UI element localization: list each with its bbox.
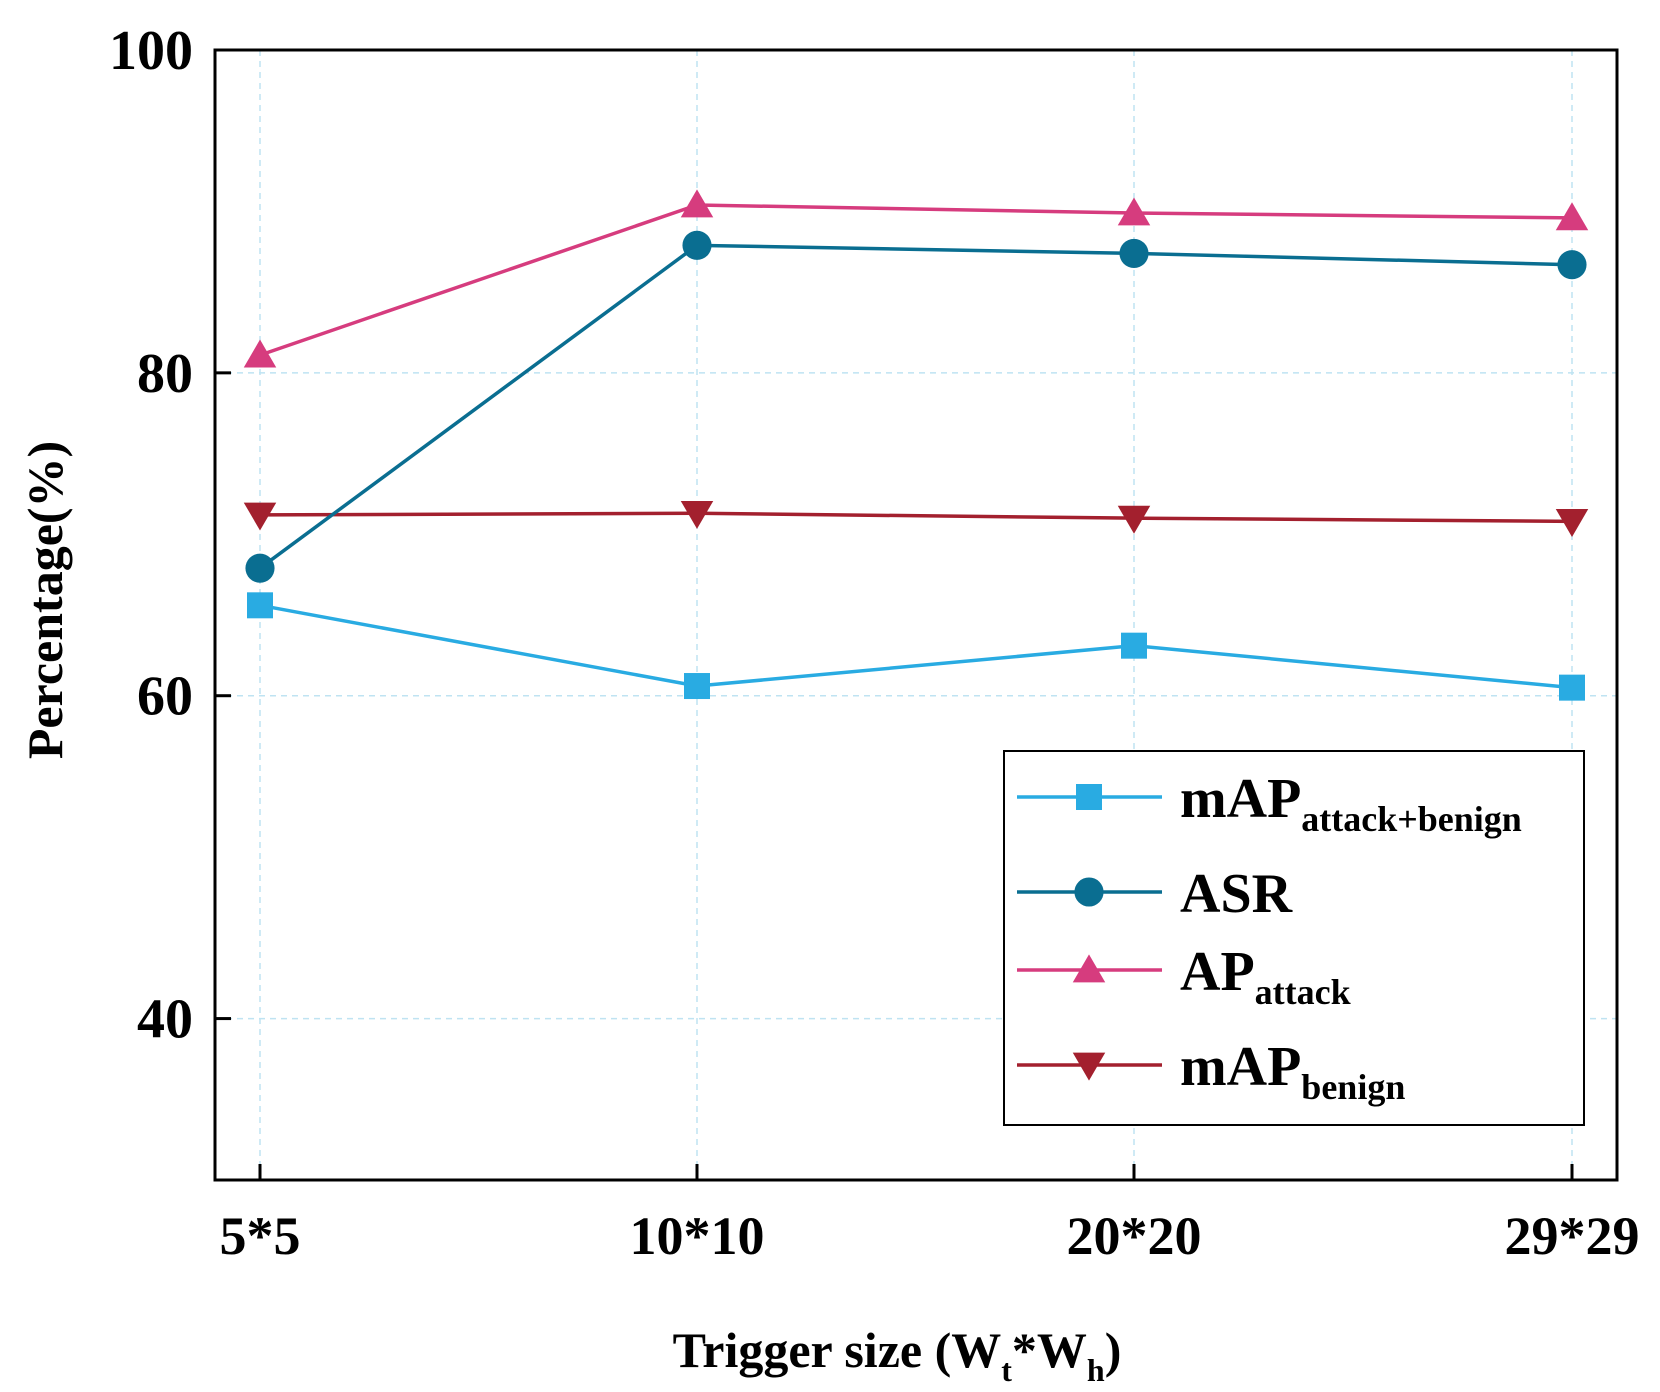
legend-swatch-marker-0	[1076, 784, 1102, 810]
y-tick-label-3: 100	[109, 20, 193, 82]
series-0	[247, 592, 1585, 701]
legend-label-3: mAPbenign	[1180, 1036, 1405, 1107]
y-tick-label-2: 80	[137, 343, 193, 405]
legend-label-1: ASR	[1180, 863, 1293, 925]
x-tick-label-1: 10*10	[630, 1206, 765, 1266]
series-2	[243, 189, 1589, 368]
x-axis-label: Trigger size (Wt*Wh)	[673, 1322, 1122, 1388]
legend-box	[1003, 750, 1585, 1126]
series-layer	[243, 189, 1589, 701]
legend-label-0: mAPattack+benign	[1180, 768, 1522, 839]
y-tick-label-1: 60	[137, 666, 193, 728]
data-point-1-0	[245, 553, 275, 583]
series-line-3	[259, 511, 1573, 524]
series-line-0	[259, 603, 1573, 690]
legend-swatch-marker-3	[1072, 1052, 1106, 1081]
axis-ticks: 40 60 80 100 5*5 10*10 20*20 29*29	[109, 20, 1640, 1266]
data-point-2-0	[243, 339, 277, 368]
legend-label-main-1: ASR	[1180, 863, 1293, 925]
data-point-2-3	[1555, 202, 1589, 231]
x-tick-label-3: 29*29	[1505, 1206, 1640, 1266]
x-axis-label-main: Trigger size (W	[673, 1322, 1002, 1378]
x-axis-label-sub-t: t	[1001, 1352, 1012, 1388]
data-point-1-1	[682, 230, 712, 260]
data-point-2-2	[1117, 197, 1151, 226]
data-point-2-1	[680, 189, 714, 218]
x-axis-label-sub-h: h	[1087, 1352, 1105, 1388]
data-point-3-3	[1555, 509, 1589, 537]
y-tick-label-0: 40	[137, 989, 193, 1051]
legend-swatch-marker-1	[1074, 877, 1104, 907]
legend-item-0: mAPattack+benign	[1017, 768, 1522, 839]
series-line-2	[259, 203, 1573, 357]
legend-item-2: APattack	[1017, 941, 1351, 1012]
legend-item-3: mAPbenign	[1017, 1036, 1405, 1107]
x-tick-label-2: 20*20	[1067, 1206, 1202, 1266]
data-point-0-1	[684, 673, 710, 700]
y-axis-label: Percentage(%)	[17, 441, 73, 759]
x-axis-label-end: )	[1105, 1322, 1122, 1378]
legend-item-1: ASR	[1017, 863, 1293, 925]
legend-label-main-2: AP	[1180, 941, 1255, 1003]
data-point-3-0	[243, 502, 277, 531]
legend-label-sub-0: attack+benign	[1301, 799, 1522, 839]
plot-frame	[213, 48, 1619, 1182]
data-point-3-2	[1117, 505, 1151, 534]
series-1	[245, 230, 1587, 583]
data-point-0-2	[1121, 632, 1147, 659]
x-tick-label-0: 5*5	[220, 1206, 301, 1266]
x-axis-label-mid: *W	[1012, 1322, 1087, 1378]
legend-label-sub-3: benign	[1301, 1067, 1405, 1107]
data-point-1-2	[1119, 238, 1149, 268]
legend-label-sub-2: attack	[1255, 972, 1351, 1012]
data-point-1-3	[1557, 250, 1587, 280]
legend-label-2: APattack	[1180, 941, 1351, 1012]
data-point-3-1	[680, 500, 714, 529]
data-point-0-3	[1559, 674, 1585, 701]
legend-label-main-3: mAP	[1180, 1036, 1301, 1098]
legend-swatch-marker-2	[1072, 954, 1106, 983]
series-line-1	[258, 243, 1573, 570]
series-3	[243, 500, 1589, 537]
data-point-0-0	[247, 592, 273, 619]
legend-label-main-0: mAP	[1180, 768, 1301, 830]
